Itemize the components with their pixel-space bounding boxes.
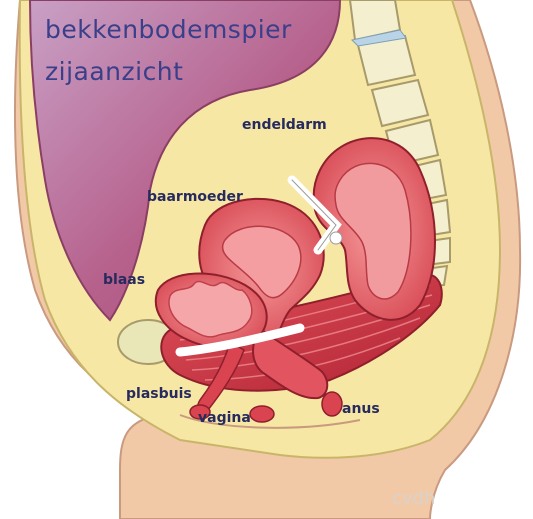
label-blaas: blaas bbox=[103, 272, 145, 288]
diagram-subtitle: zijaanzicht bbox=[45, 57, 183, 86]
anus-opening bbox=[322, 392, 342, 416]
diagram-title: bekkenbodemspier bbox=[45, 15, 292, 44]
label-baarmoeder: baarmoeder bbox=[147, 189, 243, 205]
label-vagina: vagina bbox=[198, 410, 251, 426]
label-endeldarm: endeldarm bbox=[242, 117, 327, 133]
ligament-junction bbox=[330, 232, 342, 244]
label-anus: anus bbox=[342, 401, 380, 417]
vagina-opening bbox=[250, 406, 274, 422]
label-plasbuis: plasbuis bbox=[126, 386, 192, 402]
author-credit: cvdh bbox=[392, 488, 435, 509]
